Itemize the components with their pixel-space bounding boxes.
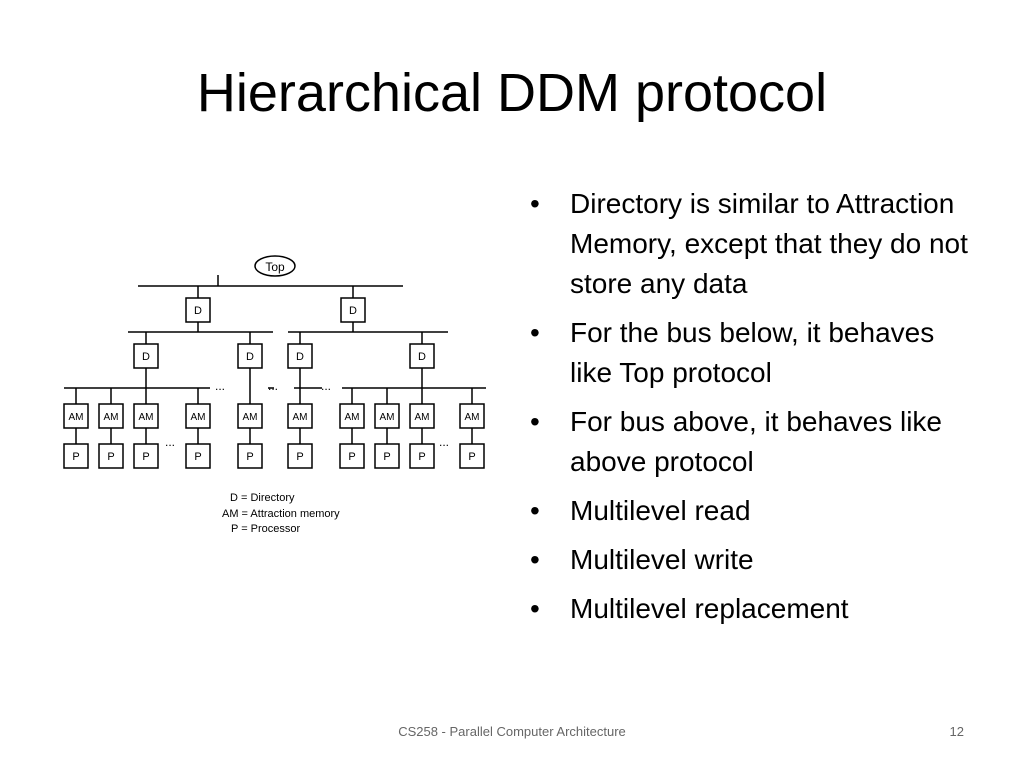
directory-node: D [287, 343, 313, 369]
svg-text:P: P [107, 451, 114, 463]
bullet-item: • For bus above, it behaves like above p… [528, 402, 968, 482]
svg-text:AM: AM [191, 412, 206, 423]
svg-text:D: D [246, 351, 254, 363]
svg-text:P: P [383, 451, 390, 463]
svg-text:P: P [348, 451, 355, 463]
bullet-list: • Directory is similar to Attraction Mem… [528, 184, 968, 638]
svg-text:Top: Top [265, 260, 285, 274]
bus-ellipsis: ... [215, 379, 225, 393]
svg-text:AM: AM [243, 412, 258, 423]
svg-text:AM: AM [465, 412, 480, 423]
processor-node: P [374, 443, 400, 469]
bullet-item: • Directory is similar to Attraction Mem… [528, 184, 968, 304]
top-node: Top [254, 255, 296, 277]
processor-node: P [459, 443, 485, 469]
bullet-item: • For the bus below, it behaves like Top… [528, 313, 968, 393]
processor-ellipsis: ... [165, 435, 175, 449]
legend-processor: P = Processor [231, 523, 301, 535]
bullet-dot-icon: • [530, 495, 540, 526]
page-number: 12 [949, 724, 964, 739]
hierarchy-diagram: Top D D D D D D ... ... ... [63, 255, 486, 535]
svg-text:AM: AM [345, 412, 360, 423]
slide-title: Hierarchical DDM protocol [196, 63, 828, 123]
svg-text:AM: AM [293, 412, 308, 423]
attraction-memory-node: AM [133, 403, 159, 429]
bullet-dot-icon: • [530, 188, 540, 219]
bullet-text: Directory is similar to Attraction Memor… [570, 188, 968, 299]
processor-node: P [63, 443, 89, 469]
svg-text:D: D [349, 305, 357, 317]
diagram-legend: D = Directory AM = Attraction memory P =… [222, 492, 340, 535]
svg-text:D: D [142, 351, 150, 363]
svg-text:D: D [418, 351, 426, 363]
bullet-dot-icon: • [530, 406, 540, 437]
directory-node: D [133, 343, 159, 369]
bus-ellipsis: ... [268, 379, 278, 393]
processor-node: P [339, 443, 365, 469]
legend-attraction-memory: AM = Attraction memory [222, 508, 340, 520]
directory-node: D [185, 297, 211, 323]
svg-text:D: D [296, 351, 304, 363]
svg-text:P: P [418, 451, 425, 463]
processor-node: P [409, 443, 435, 469]
bullet-item: • Multilevel read [528, 491, 968, 531]
attraction-memory-node: AM [287, 403, 313, 429]
svg-text:AM: AM [69, 412, 84, 423]
processor-ellipsis: ... [439, 435, 449, 449]
svg-text:P: P [296, 451, 303, 463]
directory-node: D [340, 297, 366, 323]
directory-node: D [409, 343, 435, 369]
bullet-dot-icon: • [530, 317, 540, 348]
bullet-text: For the bus below, it behaves like Top p… [570, 317, 935, 388]
attraction-memory-node: AM [339, 403, 365, 429]
attraction-memory-node: AM [98, 403, 124, 429]
svg-text:AM: AM [139, 412, 154, 423]
processor-node: P [287, 443, 313, 469]
svg-text:AM: AM [104, 412, 119, 423]
svg-text:AM: AM [415, 412, 430, 423]
svg-text:P: P [194, 451, 201, 463]
processor-node: P [133, 443, 159, 469]
processor-node: P [185, 443, 211, 469]
processor-node: P [98, 443, 124, 469]
svg-text:AM: AM [380, 412, 395, 423]
bullet-text: Multilevel read [570, 495, 751, 526]
svg-text:P: P [72, 451, 79, 463]
svg-text:P: P [246, 451, 253, 463]
attraction-memory-node: AM [409, 403, 435, 429]
svg-text:D: D [194, 305, 202, 317]
svg-text:P: P [142, 451, 149, 463]
attraction-memory-node: AM [185, 403, 211, 429]
svg-text:P: P [468, 451, 475, 463]
directory-node: D [237, 343, 263, 369]
bullet-item: • Multilevel write [528, 540, 968, 580]
processor-node: P [237, 443, 263, 469]
bus-ellipsis: ... [321, 379, 331, 393]
bullet-dot-icon: • [530, 544, 540, 575]
bullet-text: For bus above, it behaves like above pro… [570, 406, 942, 477]
bullet-text: Multilevel replacement [570, 593, 849, 624]
bullet-text: Multilevel write [570, 544, 754, 575]
attraction-memory-node: AM [374, 403, 400, 429]
legend-directory: D = Directory [230, 492, 295, 504]
attraction-memory-node: AM [237, 403, 263, 429]
attraction-memory-node: AM [459, 403, 485, 429]
attraction-memory-node: AM [63, 403, 89, 429]
bullet-item: • Multilevel replacement [528, 589, 968, 629]
slide-footer: CS258 - Parallel Computer Architecture [398, 724, 626, 739]
bullet-dot-icon: • [530, 593, 540, 624]
